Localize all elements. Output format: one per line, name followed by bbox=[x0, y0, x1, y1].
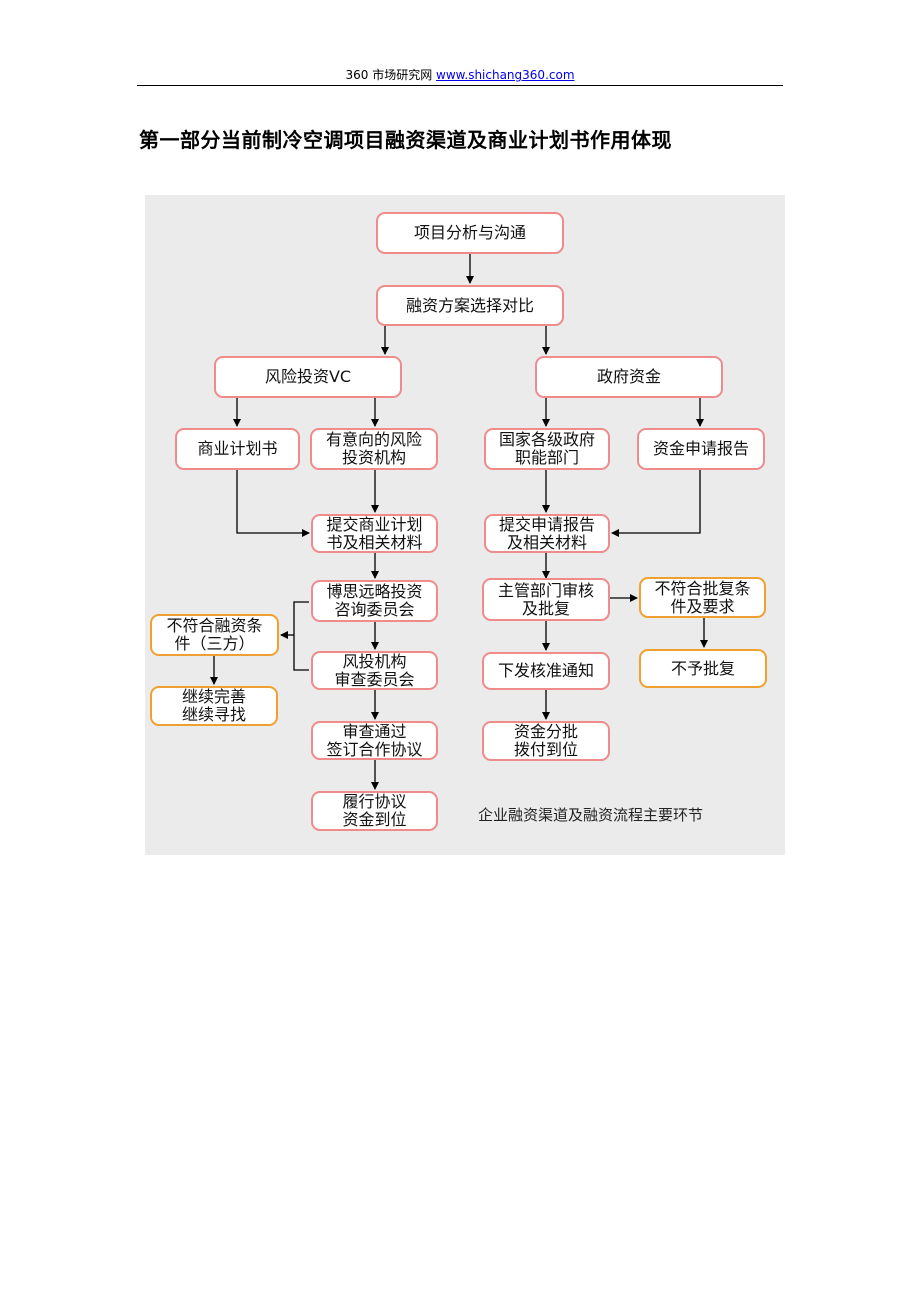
node-business-plan: 商业计划书 bbox=[175, 428, 300, 470]
node-approval-notice: 下发核准通知 bbox=[482, 652, 610, 690]
header-rule bbox=[137, 85, 783, 86]
node-sign-agreement: 审查通过 签订合作协议 bbox=[311, 721, 438, 760]
node-fund-disbursement: 资金分批 拨付到位 bbox=[482, 721, 610, 761]
node-fulfill-agreement: 履行协议 资金到位 bbox=[311, 791, 438, 831]
header-prefix: 360 市场研究网 bbox=[345, 68, 437, 82]
node-consulting-committee: 博思远略投资 咨询委员会 bbox=[311, 580, 438, 622]
node-not-approved: 不予批复 bbox=[639, 649, 767, 688]
node-vc-review-committee: 风投机构 审查委员会 bbox=[311, 651, 438, 690]
node-submit-business-plan: 提交商业计划 书及相关材料 bbox=[311, 514, 438, 553]
node-continue-searching: 继续完善 继续寻找 bbox=[150, 686, 278, 726]
node-review-approval: 主管部门审核 及批复 bbox=[482, 578, 610, 621]
node-not-qualified-financing: 不符合融资条 件（三方） bbox=[150, 614, 279, 656]
node-financing-comparison: 融资方案选择对比 bbox=[376, 285, 564, 326]
node-venture-capital: 风险投资VC bbox=[214, 356, 402, 398]
node-government-funds: 政府资金 bbox=[535, 356, 723, 398]
section-title: 第一部分当前制冷空调项目融资渠道及商业计划书作用体现 bbox=[139, 128, 672, 152]
node-project-analysis: 项目分析与沟通 bbox=[376, 212, 564, 254]
header-link[interactable]: www.shichang360.com bbox=[436, 68, 575, 82]
diagram-caption: 企业融资渠道及融资流程主要环节 bbox=[478, 806, 704, 824]
page-header: 360 市场研究网 www.shichang360.com bbox=[0, 66, 920, 83]
node-submit-application: 提交申请报告 及相关材料 bbox=[484, 514, 610, 553]
node-interested-investors: 有意向的风险 投资机构 bbox=[310, 428, 438, 470]
node-application-report: 资金申请报告 bbox=[637, 428, 765, 470]
node-not-qualified-approval: 不符合批复条 件及要求 bbox=[639, 577, 766, 618]
node-government-departments: 国家各级政府 职能部门 bbox=[484, 428, 610, 470]
